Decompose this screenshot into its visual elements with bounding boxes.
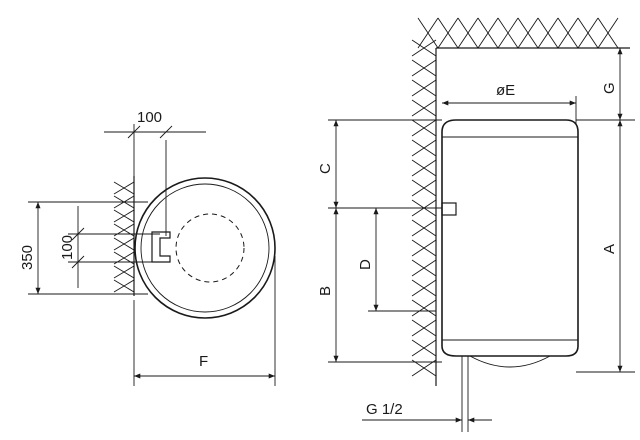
top-view: 100 350 100 F bbox=[19, 109, 276, 386]
label-350: 350 bbox=[19, 245, 36, 270]
label-E: øE bbox=[496, 82, 515, 99]
heater-dashed-circle bbox=[175, 213, 245, 283]
mount-bracket bbox=[151, 231, 171, 263]
label-B: B bbox=[317, 286, 334, 296]
label-F: F bbox=[199, 353, 208, 370]
label-A: A bbox=[601, 244, 618, 254]
side-view: G øE C B D A G 1/2 bbox=[317, 17, 635, 432]
label-side-100: 100 bbox=[59, 235, 76, 260]
ceiling-hatch bbox=[417, 17, 630, 49]
mount-box bbox=[441, 202, 457, 216]
heater-outer-circle bbox=[134, 177, 276, 319]
heater-inner-circle bbox=[140, 183, 270, 313]
left-wall-hatch bbox=[113, 176, 135, 296]
side-wall-hatch bbox=[411, 39, 437, 386]
label-D: D bbox=[357, 259, 374, 270]
heater-body bbox=[441, 119, 579, 357]
label-G: G bbox=[601, 82, 618, 94]
label-C: C bbox=[317, 163, 334, 174]
label-top-100: 100 bbox=[137, 109, 162, 126]
label-G12: G 1/2 bbox=[366, 401, 403, 418]
